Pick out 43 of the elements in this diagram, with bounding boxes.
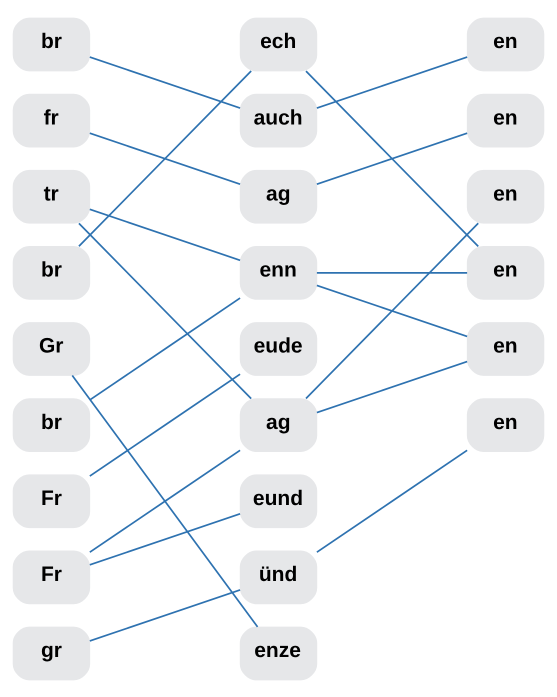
node-box: br	[12, 17, 90, 71]
node-box: br	[12, 398, 90, 452]
node-box: en	[466, 93, 544, 148]
node-box: tr	[12, 169, 90, 224]
connector	[316, 272, 468, 274]
connector	[316, 360, 468, 413]
connector	[90, 512, 240, 566]
node-box: en	[466, 245, 544, 300]
node-box: en	[466, 398, 544, 452]
node-box: eude	[240, 322, 318, 376]
node-box: en	[466, 169, 544, 224]
connector	[89, 296, 241, 400]
node-box: auch	[240, 93, 318, 148]
connector	[89, 372, 241, 476]
node-box: enn	[240, 245, 318, 300]
connector	[90, 56, 240, 108]
connector	[72, 374, 258, 627]
connector	[316, 56, 468, 108]
connector	[316, 449, 468, 552]
node-box: br	[12, 245, 90, 300]
connector	[316, 132, 468, 184]
connector	[89, 449, 241, 552]
connector	[78, 70, 252, 246]
node-box: en	[466, 17, 544, 71]
node-box: Fr	[12, 474, 90, 528]
node-box: ech	[240, 17, 318, 71]
connector	[316, 284, 468, 337]
node-box: Fr	[12, 550, 90, 604]
connector	[90, 208, 240, 261]
node-box: ünd	[240, 550, 318, 604]
connector	[305, 222, 479, 399]
connector	[90, 588, 240, 642]
node-box: eund	[240, 474, 318, 528]
node-box: gr	[12, 626, 90, 680]
node-box: fr	[12, 93, 90, 148]
node-box: enze	[240, 626, 318, 680]
node-box: ag	[240, 398, 318, 452]
connector	[90, 132, 240, 184]
node-box: ag	[240, 169, 318, 224]
connector	[78, 222, 252, 399]
node-box: en	[466, 322, 544, 376]
node-box: Gr	[12, 322, 90, 376]
connector	[305, 70, 479, 246]
